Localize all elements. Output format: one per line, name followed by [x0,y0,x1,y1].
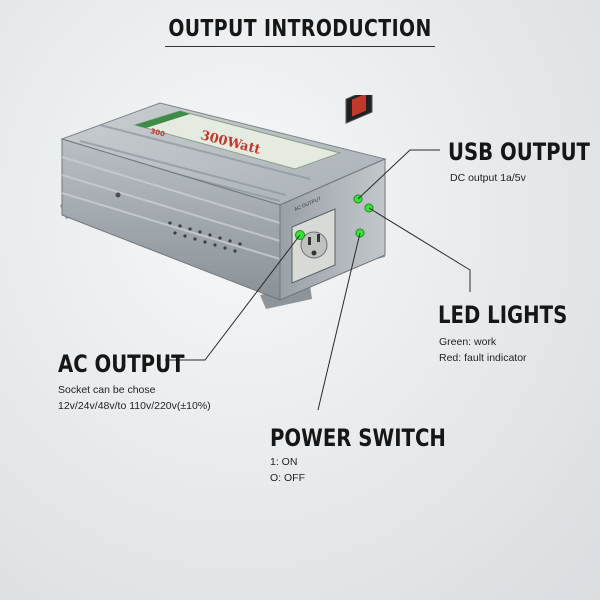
inverter-illustration: 300Watt 300 AC OUTPUT [60,95,387,309]
ac-output-description: Socket can be chose 12v/24v/48v/to 110v/… [58,382,211,414]
ac-leader [165,234,301,361]
led-leader [368,207,471,292]
led-lights-description: Green: work Red: fault indicator [439,334,527,366]
led-lights-heading: LED LIGHTS [438,301,568,329]
power-switch-line: O: OFF [270,472,305,484]
ac-output-heading: AC OUTPUT [58,350,185,378]
usb-output-description: DC output 1a/5v [450,170,526,186]
led-lights-line: Red: fault indicator [439,352,527,364]
usb-leader [357,149,440,200]
usb-output-heading: USB OUTPUT [448,138,590,166]
usb-output-line: DC output 1a/5v [450,172,526,184]
brand-label: 300 [150,127,166,138]
ac-output-line: 12v/24v/48v/to 110v/220v(±10%) [58,400,211,412]
page-title: OUTPUT INTRODUCTION [168,16,432,42]
vent-holes [168,221,242,253]
power-switch-heading: POWER SWITCH [270,424,446,452]
power-switch-line: 1: ON [270,456,298,468]
power-switch-description: 1: ON O: OFF [270,454,305,486]
ac-output-line: Socket can be chose [58,384,156,396]
led-lights-line: Green: work [439,336,497,348]
title-underline [165,46,435,47]
power-switch-rocker [352,95,366,117]
switch-leader [317,232,361,411]
